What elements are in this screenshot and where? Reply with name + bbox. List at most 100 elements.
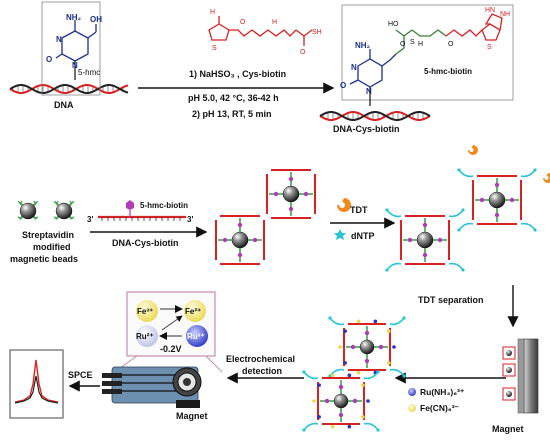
redox-probe-dot [361,383,365,387]
redox-probe-dot [330,424,335,429]
biotin-dot [324,398,330,404]
strand-end-left: 3' [87,215,93,224]
o-label: O [448,41,454,48]
potential-label: -0.2V [160,344,182,354]
captured-beads [215,169,316,265]
streptavidin-tip [53,216,59,220]
magnet-right-icon [523,338,539,414]
nh2-label: NH₂ [66,13,82,22]
inset-pointer [205,355,223,373]
dna-strand [9,84,129,94]
dna-label: DNA [54,100,74,110]
redox-probe-dot [347,373,352,378]
redox-probe-dot [387,361,391,365]
dntp-dot [385,208,389,212]
o-label: O [300,49,306,56]
magnetic-bead [416,231,434,249]
ho-label: HO [388,21,399,28]
biotin-dot [364,330,370,336]
dna-tail [363,371,379,380]
biotin-dot [422,252,428,258]
tiny-captured-dna [502,387,516,401]
biotin-dot [237,252,243,258]
redox-probe-dot [338,345,342,349]
magnetic-bead [488,191,506,209]
ru3-icon [186,325,208,347]
step2-label: 2) pH 13, RT, 5 min [192,109,272,119]
s-label: S [212,45,217,52]
streptavidin-beads [17,200,75,220]
dna-tail [520,222,536,231]
dna-tail [386,209,402,218]
biotin-dot [237,222,243,228]
redox-probe-dot [387,329,391,333]
spce-electrode-icon [102,366,202,404]
redox-probe-dot [347,424,352,429]
o-label: O [240,19,246,26]
fe-label: Fe(CN)₆³⁻ [420,403,460,413]
product-structure: NH₂ N O N HO O S H O HN NH S 5-hmc-bioti… [340,7,510,106]
biotin-dot [422,222,428,228]
magnetic-bead [359,339,375,355]
redox-probe-dot [343,329,347,333]
beads-label-line1: Streptavidin [22,230,74,240]
magnet-right-label: Magnet [492,424,524,434]
biotin-dot [303,191,309,197]
magnetic-bead [282,185,300,203]
redox-probe-dot [361,415,365,419]
dna-tail [389,368,405,377]
ru-label: Ru(NH₃)₆³⁺ [420,387,465,397]
separation-label: TDT separation [418,295,484,305]
sh-label: SH [312,29,322,36]
tiny-bead [506,350,512,356]
tdt-enzyme-mark [543,173,550,183]
nh-label: NH [500,11,510,18]
dntp-dot [402,374,406,378]
streptavidin-tip [69,216,75,220]
dna-strand [319,111,431,121]
dna-tail [386,262,402,271]
tiny-bead [506,391,512,397]
strand-end-right: 3' [187,215,193,224]
magnet-left-icon [176,400,200,408]
separated-beads [502,346,516,401]
redox-probe-dot [343,361,347,365]
top-reaction-row: NH₂ OH N O N 5-hmc DNA H S SH O O H 1) N… [9,1,514,134]
magnet-plate [517,338,525,414]
dntp-dot [533,228,537,232]
streptavidin-tip [17,216,23,220]
biotin-dot [494,182,500,188]
biotin-dot [273,191,279,197]
streptavidin-tip [53,200,59,205]
s-label: S [410,39,415,46]
biotin-dot [352,398,358,404]
probe-label: 5-hmc-biotin [140,201,188,210]
ru2-label: Ru²⁺ [136,332,154,341]
n-label: N [56,35,62,44]
signal-peak-low [14,375,59,404]
biotin-dot [437,237,443,243]
biotin-dot [288,176,294,182]
biotin-dot [222,237,228,243]
dna-tail [458,169,474,178]
tiny-captured-dna [502,363,516,377]
tiny-captured-dna [502,346,516,360]
hmc-label: 5-hmc [78,68,100,77]
biotin-dot [407,237,413,243]
dna-helix-right [319,111,431,121]
biotin-dot [252,237,258,243]
magnetic-bead [55,202,73,220]
magnetic-bead [19,202,37,220]
bottom-detection-row: TDT separation Magnet Ru(NH₃)₆³⁺ Fe(CN)₆… [9,285,539,434]
biotin-dot [338,412,344,418]
s-label: S [487,44,492,51]
spce-label: SPCE [68,370,93,380]
product-structure-box [341,4,514,101]
dntp-dot [302,370,306,374]
redox-probe-dot [392,345,396,349]
biotin-dot [509,197,515,203]
tdt-enzyme-mark [468,145,478,155]
redox-probe-dot [330,373,335,378]
nh2-label: NH₂ [355,41,371,50]
